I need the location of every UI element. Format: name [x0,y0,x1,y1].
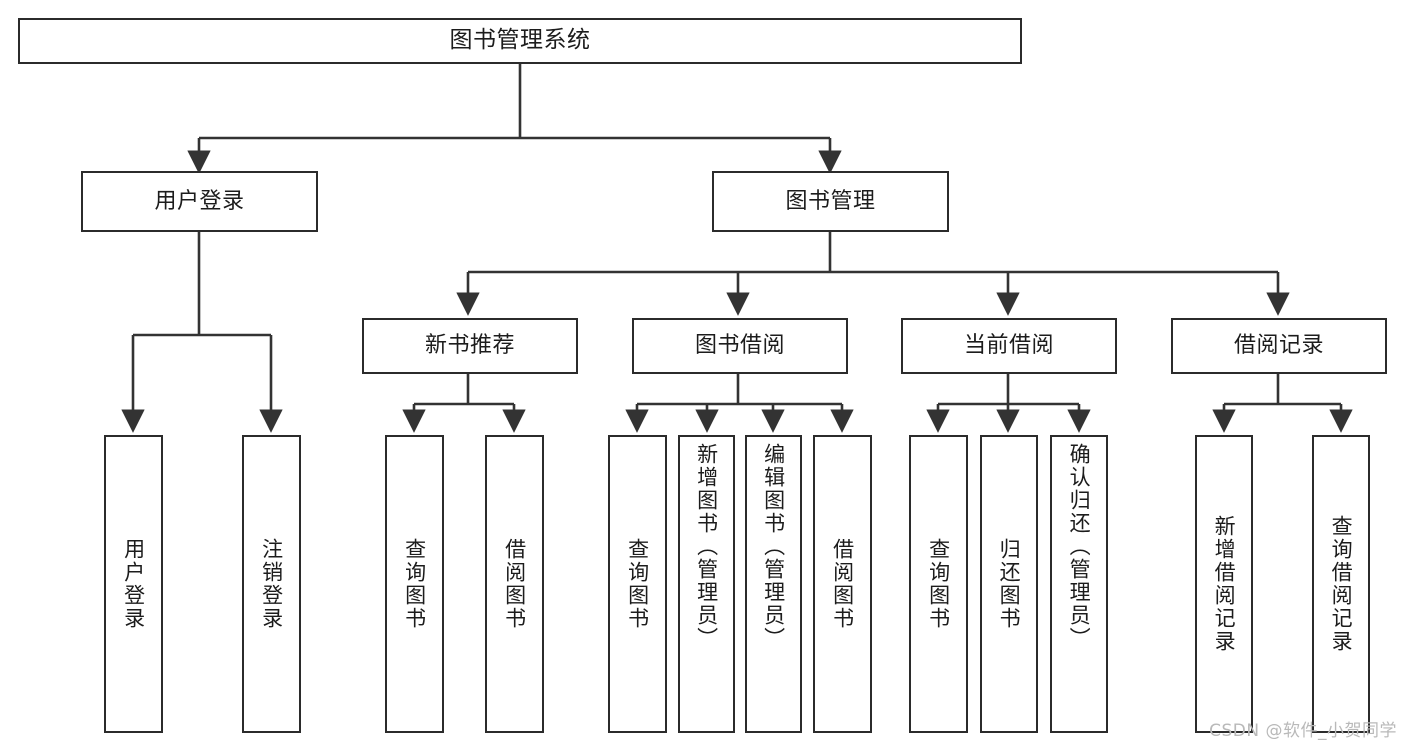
node-label: 编辑图书（管理员） [761,443,786,650]
node-leaf-borrow-book-2[interactable]: 借阅图书 [813,435,872,733]
node-label: 新增借阅记录 [1212,515,1237,653]
node-leaf-add-borrow-record[interactable]: 新增借阅记录 [1195,435,1253,733]
node-leaf-query-book-3[interactable]: 查询图书 [909,435,968,733]
node-root-system[interactable]: 图书管理系统 [18,18,1022,64]
node-leaf-query-borrow-record[interactable]: 查询借阅记录 [1312,435,1370,733]
node-user-login[interactable]: 用户登录 [81,171,318,232]
node-label: 查询图书 [402,538,427,630]
node-leaf-query-book-1[interactable]: 查询图书 [385,435,444,733]
node-current-borrow[interactable]: 当前借阅 [901,318,1117,374]
node-label: 新书推荐 [424,333,515,359]
node-leaf-query-book-2[interactable]: 查询图书 [608,435,667,733]
node-borrow-record[interactable]: 借阅记录 [1171,318,1387,374]
node-leaf-confirm-return[interactable]: 确认归还（管理员） [1050,435,1108,733]
node-label: 借阅图书 [502,538,527,630]
node-book-management[interactable]: 图书管理 [712,171,949,232]
node-label: 借阅记录 [1233,333,1324,359]
node-label: 查询图书 [926,538,951,630]
node-label: 确认归还（管理员） [1067,443,1092,650]
node-leaf-edit-book[interactable]: 编辑图书（管理员） [745,435,802,733]
node-new-book-recommend[interactable]: 新书推荐 [362,318,578,374]
node-leaf-logout-login[interactable]: 注销登录 [242,435,301,733]
node-label: 图书管理 [785,188,876,214]
node-label: 归还图书 [997,538,1022,630]
csdn-watermark: CSDN @软件_小贺同学 [1209,721,1397,741]
node-leaf-return-book[interactable]: 归还图书 [980,435,1038,733]
node-label: 用户登录 [154,188,245,214]
node-leaf-add-book[interactable]: 新增图书（管理员） [678,435,735,733]
node-label: 查询图书 [625,538,650,630]
node-book-borrow[interactable]: 图书借阅 [632,318,848,374]
node-label: 用户登录 [121,538,146,630]
node-label: 注销登录 [259,538,284,630]
node-label: 查询借阅记录 [1329,515,1354,653]
node-label: 图书管理系统 [449,27,591,54]
node-leaf-borrow-book-1[interactable]: 借阅图书 [485,435,544,733]
node-leaf-user-login[interactable]: 用户登录 [104,435,163,733]
node-label: 借阅图书 [830,538,855,630]
node-label: 当前借阅 [963,333,1054,359]
node-label: 图书借阅 [694,333,785,359]
node-label: 新增图书（管理员） [694,443,719,650]
